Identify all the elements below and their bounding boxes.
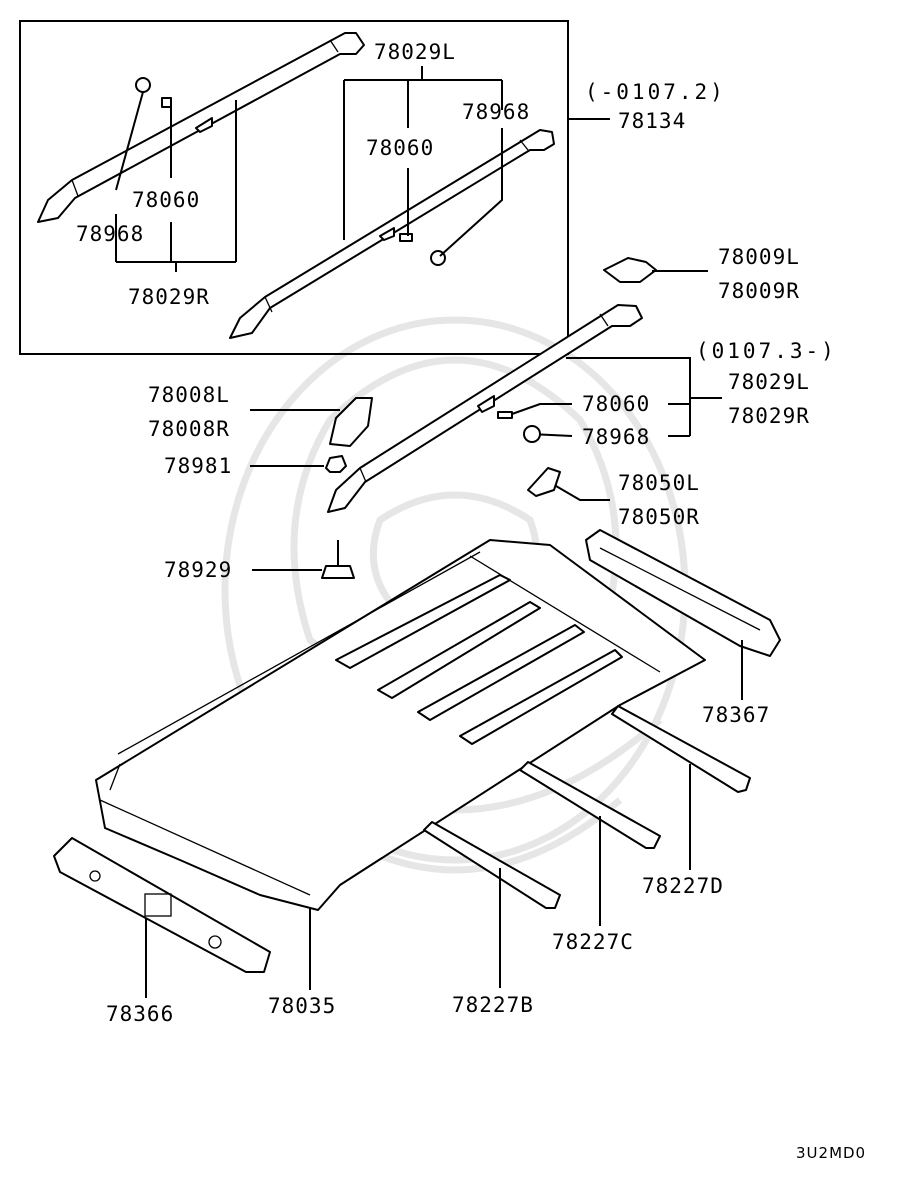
label-78968-c: 78968 <box>582 425 650 449</box>
inset-frame <box>19 20 569 355</box>
screw-icon <box>523 425 541 443</box>
note-early-type: (-0107.2) <box>585 80 726 104</box>
label-78035: 78035 <box>268 994 336 1018</box>
label-78134: 78134 <box>618 109 686 133</box>
front-header-78366 <box>53 837 271 973</box>
label-78009R: 78009R <box>718 279 800 303</box>
nut-icon <box>325 455 347 473</box>
label-78060-a: 78060 <box>366 136 434 160</box>
rear-header-78367 <box>585 529 781 657</box>
roof-panel <box>95 539 706 911</box>
roof-bow-78227B <box>423 821 561 909</box>
clip-icon <box>497 411 513 419</box>
label-78008L: 78008L <box>148 383 230 407</box>
label-78968-b: 78968 <box>76 222 144 246</box>
label-78050L: 78050L <box>618 471 700 495</box>
label-78029R-mid: 78029R <box>728 404 810 428</box>
roof-rail-late <box>327 304 643 513</box>
label-78227C: 78227C <box>552 930 634 954</box>
clip-icon <box>161 97 172 108</box>
label-78981: 78981 <box>164 454 232 478</box>
label-78050R: 78050R <box>618 505 700 529</box>
end-cap-78009 <box>603 257 657 283</box>
label-78227D: 78227D <box>642 874 724 898</box>
label-78227B: 78227B <box>452 993 534 1017</box>
clip-icon <box>399 233 413 242</box>
front-cap-78008 <box>329 397 373 447</box>
label-78029L-top: 78029L <box>374 40 456 64</box>
roof-bow-78227D <box>611 705 751 793</box>
label-78366: 78366 <box>106 1002 174 1026</box>
label-78008R: 78008R <box>148 417 230 441</box>
label-78029L-mid: 78029L <box>728 370 810 394</box>
roof-rail-inset-right <box>229 129 555 339</box>
screw-78929 <box>321 540 355 579</box>
label-78929: 78929 <box>164 558 232 582</box>
roof-bow-78227C <box>519 761 661 849</box>
roof-rail-inset-left <box>37 32 365 223</box>
label-78968-a: 78968 <box>462 100 530 124</box>
label-78029R-top: 78029R <box>128 285 210 309</box>
label-78367: 78367 <box>702 703 770 727</box>
label-78060-b: 78060 <box>132 188 200 212</box>
label-78060-c: 78060 <box>582 392 650 416</box>
label-78009L: 78009L <box>718 245 800 269</box>
screw-icon <box>135 77 151 93</box>
diagram-code: 3U2MD0 <box>796 1144 866 1162</box>
note-late-type: (0107.3-) <box>696 339 837 363</box>
cover-78050 <box>527 467 561 497</box>
